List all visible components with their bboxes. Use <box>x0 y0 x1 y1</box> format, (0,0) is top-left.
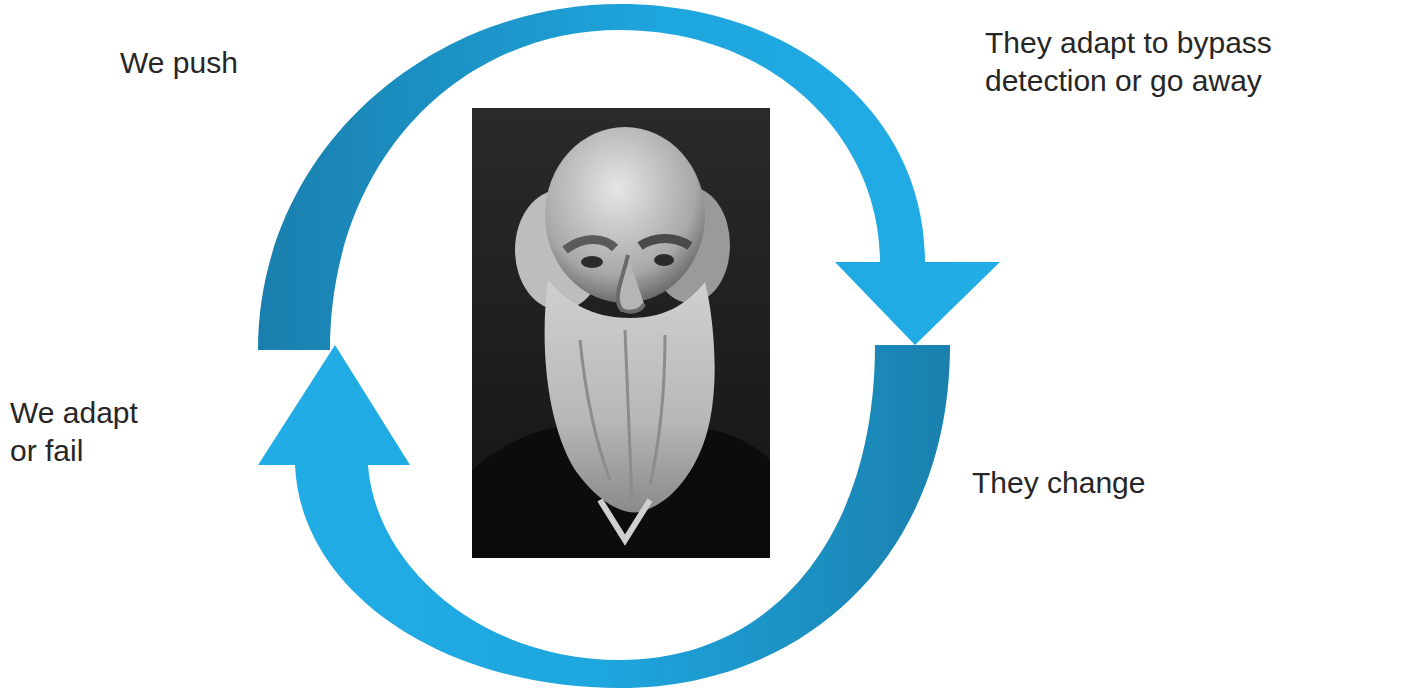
cycle-arrow <box>258 4 1000 350</box>
cycle-label: They adapt to bypass detection or go awa… <box>985 24 1390 100</box>
cycle-label: We push <box>120 44 380 82</box>
cycle-label: We adapt or fail <box>10 394 160 470</box>
portrait-photo <box>472 108 770 558</box>
cycle-label: They change <box>972 464 1332 502</box>
